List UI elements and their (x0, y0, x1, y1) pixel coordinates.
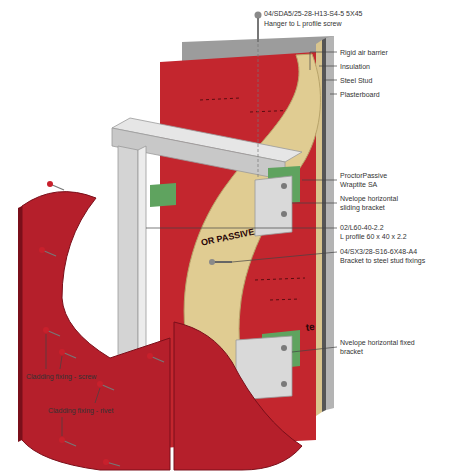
cladding-fixings (39, 181, 164, 466)
fixing-head (209, 259, 215, 265)
steel-stud (322, 38, 326, 412)
cladding-panel (174, 322, 302, 470)
membrane-print: te (305, 321, 315, 334)
bracket-pad (150, 183, 176, 207)
membrane-dash (200, 98, 240, 100)
layer-label: Insulation (340, 62, 370, 71)
part-name: Nvelope horizontal fixed bracket (340, 338, 418, 356)
leader-line (292, 203, 337, 204)
screw-head (255, 12, 262, 19)
cladding-edge (18, 206, 22, 442)
product-label: ProctorPassive Wraptite SA (340, 171, 402, 189)
fixing (281, 345, 287, 351)
fixing-head (47, 181, 53, 187)
leader-line (330, 94, 337, 95)
leader-line (310, 52, 337, 70)
fixing-head (97, 381, 103, 387)
part-code: 02/L60-40-2.2 (340, 223, 384, 232)
part-name: Nvelope horizontal sliding bracket (340, 194, 418, 212)
layer-label: Plasterboard (340, 90, 380, 99)
fixing-head (59, 349, 65, 355)
leader-line (302, 180, 337, 181)
plasterboard-edge (326, 36, 334, 410)
fixing-head (59, 437, 65, 443)
leader-line (292, 347, 337, 352)
fixing-head (103, 459, 109, 465)
part-name: Bracket to steel stud fixings (340, 256, 425, 265)
leader-line (319, 66, 337, 67)
cladding-panel (22, 192, 170, 470)
fixing (281, 381, 287, 387)
fixing-head (39, 247, 45, 253)
part-name: Cladding fixing - screw (26, 372, 96, 381)
part-code: 04/SX3/28-S16-6X48-A4 (340, 247, 417, 256)
membrane-dash (270, 299, 300, 300)
layer-label: Rigid air barrier (340, 48, 388, 57)
fixing-head (147, 353, 153, 359)
leader-line (232, 252, 337, 262)
part-name: Cladding fixing - rivet (48, 406, 113, 415)
screw-shaft (257, 18, 259, 42)
leader-line (95, 388, 100, 403)
part-name: L profile 60 x 40 x 2.2 (340, 232, 407, 241)
fixing (281, 211, 287, 217)
fixing (281, 183, 287, 189)
layer-label: Steel Stud (340, 76, 372, 85)
membrane-dash (255, 278, 305, 280)
membrane-print: OR PASSIVE (200, 227, 255, 249)
part-name: Hanger to L profile screw (264, 19, 342, 28)
leader-line (324, 80, 337, 81)
leader-line (60, 356, 62, 369)
leader-line (46, 334, 47, 369)
fixing-head (43, 327, 49, 333)
sliding-bracket (255, 176, 292, 236)
leader-line (62, 417, 63, 436)
part-code: 04/SDA5/25-28-H13-S4-5 5X45 (264, 9, 362, 18)
screw-path (258, 44, 259, 178)
